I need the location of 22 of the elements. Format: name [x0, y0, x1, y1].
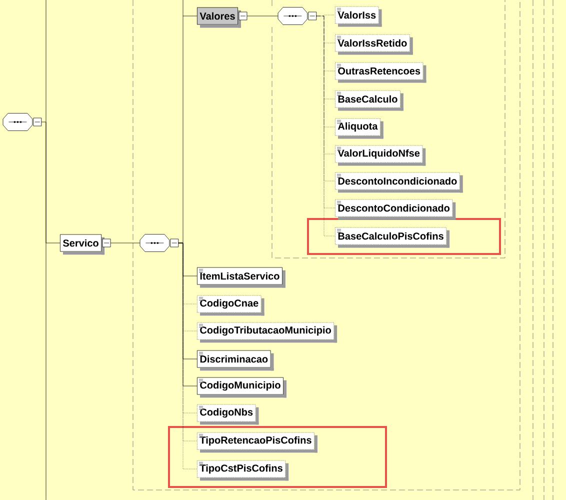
element-box: BaseCalculoPisCofins: [335, 227, 450, 248]
element-box: TipoCstPisCofins: [197, 460, 289, 481]
element-box: ItemListaServico: [197, 267, 286, 288]
connector-line: [110, 242, 140, 244]
element-box: CodigoTributacaoMunicipio: [197, 322, 338, 343]
element-box: ValorIss: [335, 6, 382, 27]
element-box: Valores: [197, 7, 241, 28]
element-box: BaseCalculo: [335, 90, 404, 111]
element-box: Discriminacao: [197, 350, 274, 371]
connector-line: [41, 122, 60, 244]
element-box: ValorLiquidoNfse: [335, 145, 426, 166]
element-box: TipoRetencaoPisCofins: [197, 432, 318, 453]
element-box: OutrasRetencoes: [335, 62, 426, 83]
element-box: Aliquota: [335, 118, 384, 139]
element-box: CodigoMunicipio: [197, 377, 286, 398]
element-box: DescontoCondicionado: [335, 199, 456, 220]
element-box: ValorIssRetido: [335, 34, 413, 55]
element-box: CodigoNbs: [197, 404, 259, 425]
element-box: CodigoCnae: [197, 295, 264, 316]
connector-line: [178, 242, 198, 386]
element-box: Servico: [60, 234, 105, 255]
element-box: DescontoIncondicionado: [335, 172, 463, 193]
